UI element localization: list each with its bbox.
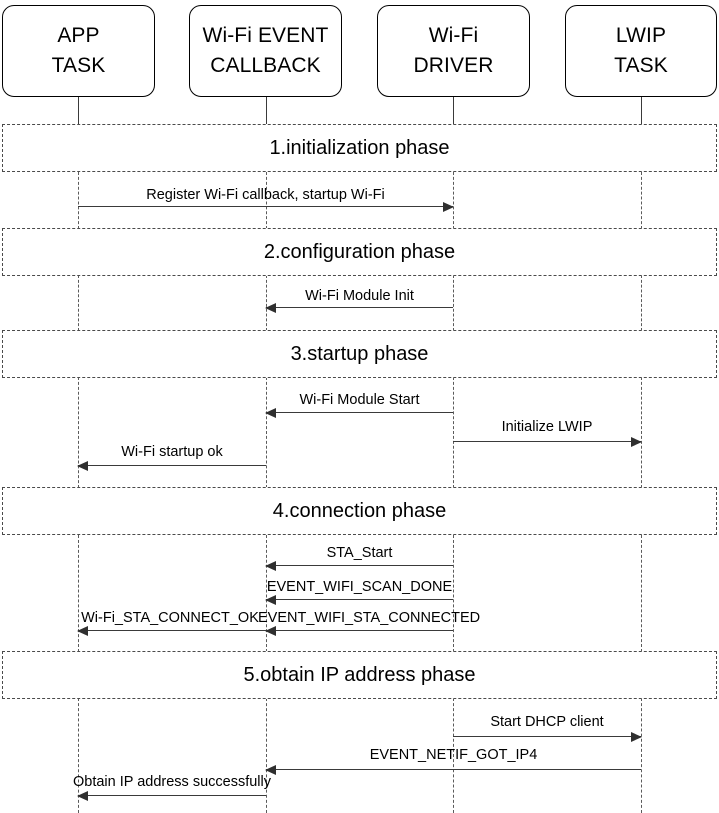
message-obtain-ip-address-successfully xyxy=(77,791,266,801)
phase-band-initialization: 1.initialization phase xyxy=(2,124,717,172)
lifeline-driver xyxy=(453,698,454,813)
phase-band-startup: 3.startup phase xyxy=(2,330,717,378)
lifeline-app xyxy=(78,275,79,331)
lifeline-callback xyxy=(266,535,267,652)
participant-wifi-driver[interactable]: Wi-Fi DRIVER xyxy=(377,5,530,97)
message-initialize-lwip xyxy=(453,437,642,447)
participant-app-task[interactable]: APP TASK xyxy=(2,5,155,97)
message-label: Wi-Fi_STA_CONNECT_OK xyxy=(81,610,259,626)
phase-label: 3.startup phase xyxy=(290,342,429,365)
lifeline-lwip xyxy=(641,377,642,488)
message-wifi-module-init xyxy=(265,303,453,313)
arrow-left-icon xyxy=(77,626,88,636)
message-label: Wi-Fi Module Init xyxy=(305,288,414,304)
lifeline-lwip xyxy=(641,275,642,331)
message-label: Wi-Fi startup ok xyxy=(121,444,223,460)
lifeline-callback xyxy=(266,698,267,813)
lifeline-stub-driver xyxy=(453,97,454,124)
lifeline-stub-callback xyxy=(266,97,267,124)
message-start-dhcp-client xyxy=(453,732,642,742)
message-label: Wi-Fi Module Start xyxy=(299,392,420,408)
arrow-left-icon xyxy=(265,408,276,418)
message-wifi-sta-connect-ok xyxy=(77,626,266,636)
phase-label: 2.configuration phase xyxy=(263,240,456,263)
lifeline-callback xyxy=(266,172,267,229)
lifeline-stub-app xyxy=(78,97,79,124)
message-label: EVENT_NETIF_GOT_IP4 xyxy=(369,747,538,763)
lifeline-app xyxy=(78,698,79,813)
lifeline-driver xyxy=(453,535,454,652)
message-sta-start xyxy=(265,561,453,571)
message-label: Initialize LWIP xyxy=(501,419,593,435)
lifeline-lwip xyxy=(641,698,642,813)
lifeline-lwip xyxy=(641,535,642,652)
message-label: STA_Start xyxy=(326,545,393,561)
participant-label-line2: TASK xyxy=(51,54,106,77)
participant-lwip-task[interactable]: LWIP TASK xyxy=(565,5,717,97)
arrow-left-icon xyxy=(77,791,88,801)
message-register-wifi-callback xyxy=(78,202,454,212)
arrow-left-icon xyxy=(265,561,276,571)
message-event-wifi-sta-connected xyxy=(265,626,453,636)
arrow-left-icon xyxy=(77,461,88,471)
participant-label-line2: TASK xyxy=(614,54,668,77)
lifeline-driver xyxy=(453,377,454,488)
participant-label-line1: LWIP xyxy=(615,24,667,48)
lifeline-app xyxy=(78,172,79,229)
lifeline-driver xyxy=(453,275,454,331)
arrow-right-icon xyxy=(631,437,642,447)
lifeline-lwip xyxy=(641,172,642,229)
message-label: EVENT_WIFI_SCAN_DONE xyxy=(266,579,453,595)
arrow-left-icon xyxy=(265,595,276,605)
lifeline-callback xyxy=(266,377,267,488)
participant-label-line2: DRIVER xyxy=(413,54,494,77)
lifeline-app xyxy=(78,535,79,652)
participant-wifi-event-callback[interactable]: Wi-Fi EVENT CALLBACK xyxy=(189,5,342,97)
arrow-left-icon xyxy=(265,626,276,636)
participant-label-line2: CALLBACK xyxy=(210,54,321,77)
participant-label-line1: APP xyxy=(57,24,100,48)
participant-label-line1: Wi-Fi xyxy=(428,24,479,48)
arrow-left-icon xyxy=(265,765,276,775)
phase-label: 5.obtain IP address phase xyxy=(243,663,476,686)
lifeline-stub-lwip xyxy=(641,97,642,124)
message-label: Start DHCP client xyxy=(490,714,604,730)
message-label: EVENT_WIFI_STA_CONNECTED xyxy=(258,610,481,626)
message-wifi-startup-ok xyxy=(77,461,266,471)
phase-band-connection: 4.connection phase xyxy=(2,487,717,535)
arrow-right-icon xyxy=(443,202,454,212)
message-event-netif-got-ip4 xyxy=(265,765,641,775)
lifeline-app xyxy=(78,377,79,488)
arrow-right-icon xyxy=(631,732,642,742)
lifeline-driver xyxy=(453,172,454,229)
phase-band-obtain-ip-address: 5.obtain IP address phase xyxy=(2,651,717,699)
phase-band-configuration: 2.configuration phase xyxy=(2,228,717,276)
message-label: Register Wi-Fi callback, startup Wi-Fi xyxy=(146,187,385,203)
phase-label: 1.initialization phase xyxy=(269,136,450,159)
arrow-left-icon xyxy=(265,303,276,313)
message-label: Obtain IP address successfully xyxy=(73,774,271,790)
participant-label-line1: Wi-Fi EVENT xyxy=(202,24,329,48)
message-event-wifi-scan-done xyxy=(265,595,453,605)
message-wifi-module-start xyxy=(265,408,453,418)
phase-label: 4.connection phase xyxy=(272,499,447,522)
